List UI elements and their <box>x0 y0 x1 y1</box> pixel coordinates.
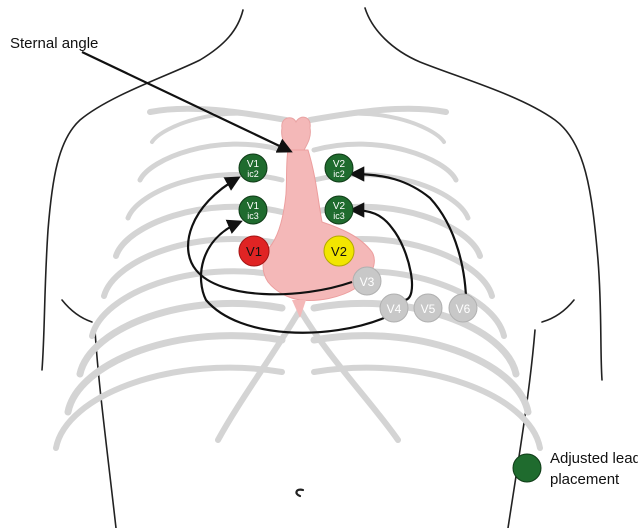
electrode-v1-ic2: V1 ic2 <box>239 154 267 182</box>
neck-right-line <box>365 8 602 380</box>
electrode-v2-ic3: V2 ic3 <box>325 196 353 224</box>
legend-swatch <box>513 454 541 482</box>
electrode-v1-ic2-bottom: ic2 <box>247 169 259 179</box>
electrode-v2-label: V2 <box>331 244 347 259</box>
electrode-v1-ic3-bottom: ic3 <box>247 211 259 221</box>
navel-mark <box>296 490 303 496</box>
electrode-v1-label: V1 <box>246 244 262 259</box>
legend-label-line1: Adjusted lead <box>550 450 638 467</box>
costal-margin-right <box>300 310 398 440</box>
electrode-v6-label: V6 <box>456 302 471 316</box>
legend: Adjusted lead placement <box>513 450 638 488</box>
armpit-left-line <box>62 300 92 322</box>
electrode-v4-label: V4 <box>387 302 402 316</box>
electrode-v1-ic3: V1 ic3 <box>239 196 267 224</box>
electrode-v2: V2 <box>324 236 354 266</box>
electrode-v3: V3 <box>353 267 381 295</box>
electrode-v1: V1 <box>239 236 269 266</box>
electrode-v2-ic2: V2 ic2 <box>325 154 353 182</box>
electrode-v6: V6 <box>449 294 477 322</box>
electrode-v2-ic2-bottom: ic2 <box>333 169 345 179</box>
costal-margin-left <box>218 310 300 440</box>
electrode-v5: V5 <box>414 294 442 322</box>
manubrium <box>282 117 311 152</box>
legend-label-line2: placement <box>550 471 620 488</box>
electrode-v4: V4 <box>380 294 408 322</box>
armpit-right-line <box>542 300 574 322</box>
electrode-v2-ic3-bottom: ic3 <box>333 211 345 221</box>
sternal-angle-label: Sternal angle <box>10 35 98 52</box>
electrode-v5-label: V5 <box>421 302 436 316</box>
electrode-v3-label: V3 <box>360 275 375 289</box>
